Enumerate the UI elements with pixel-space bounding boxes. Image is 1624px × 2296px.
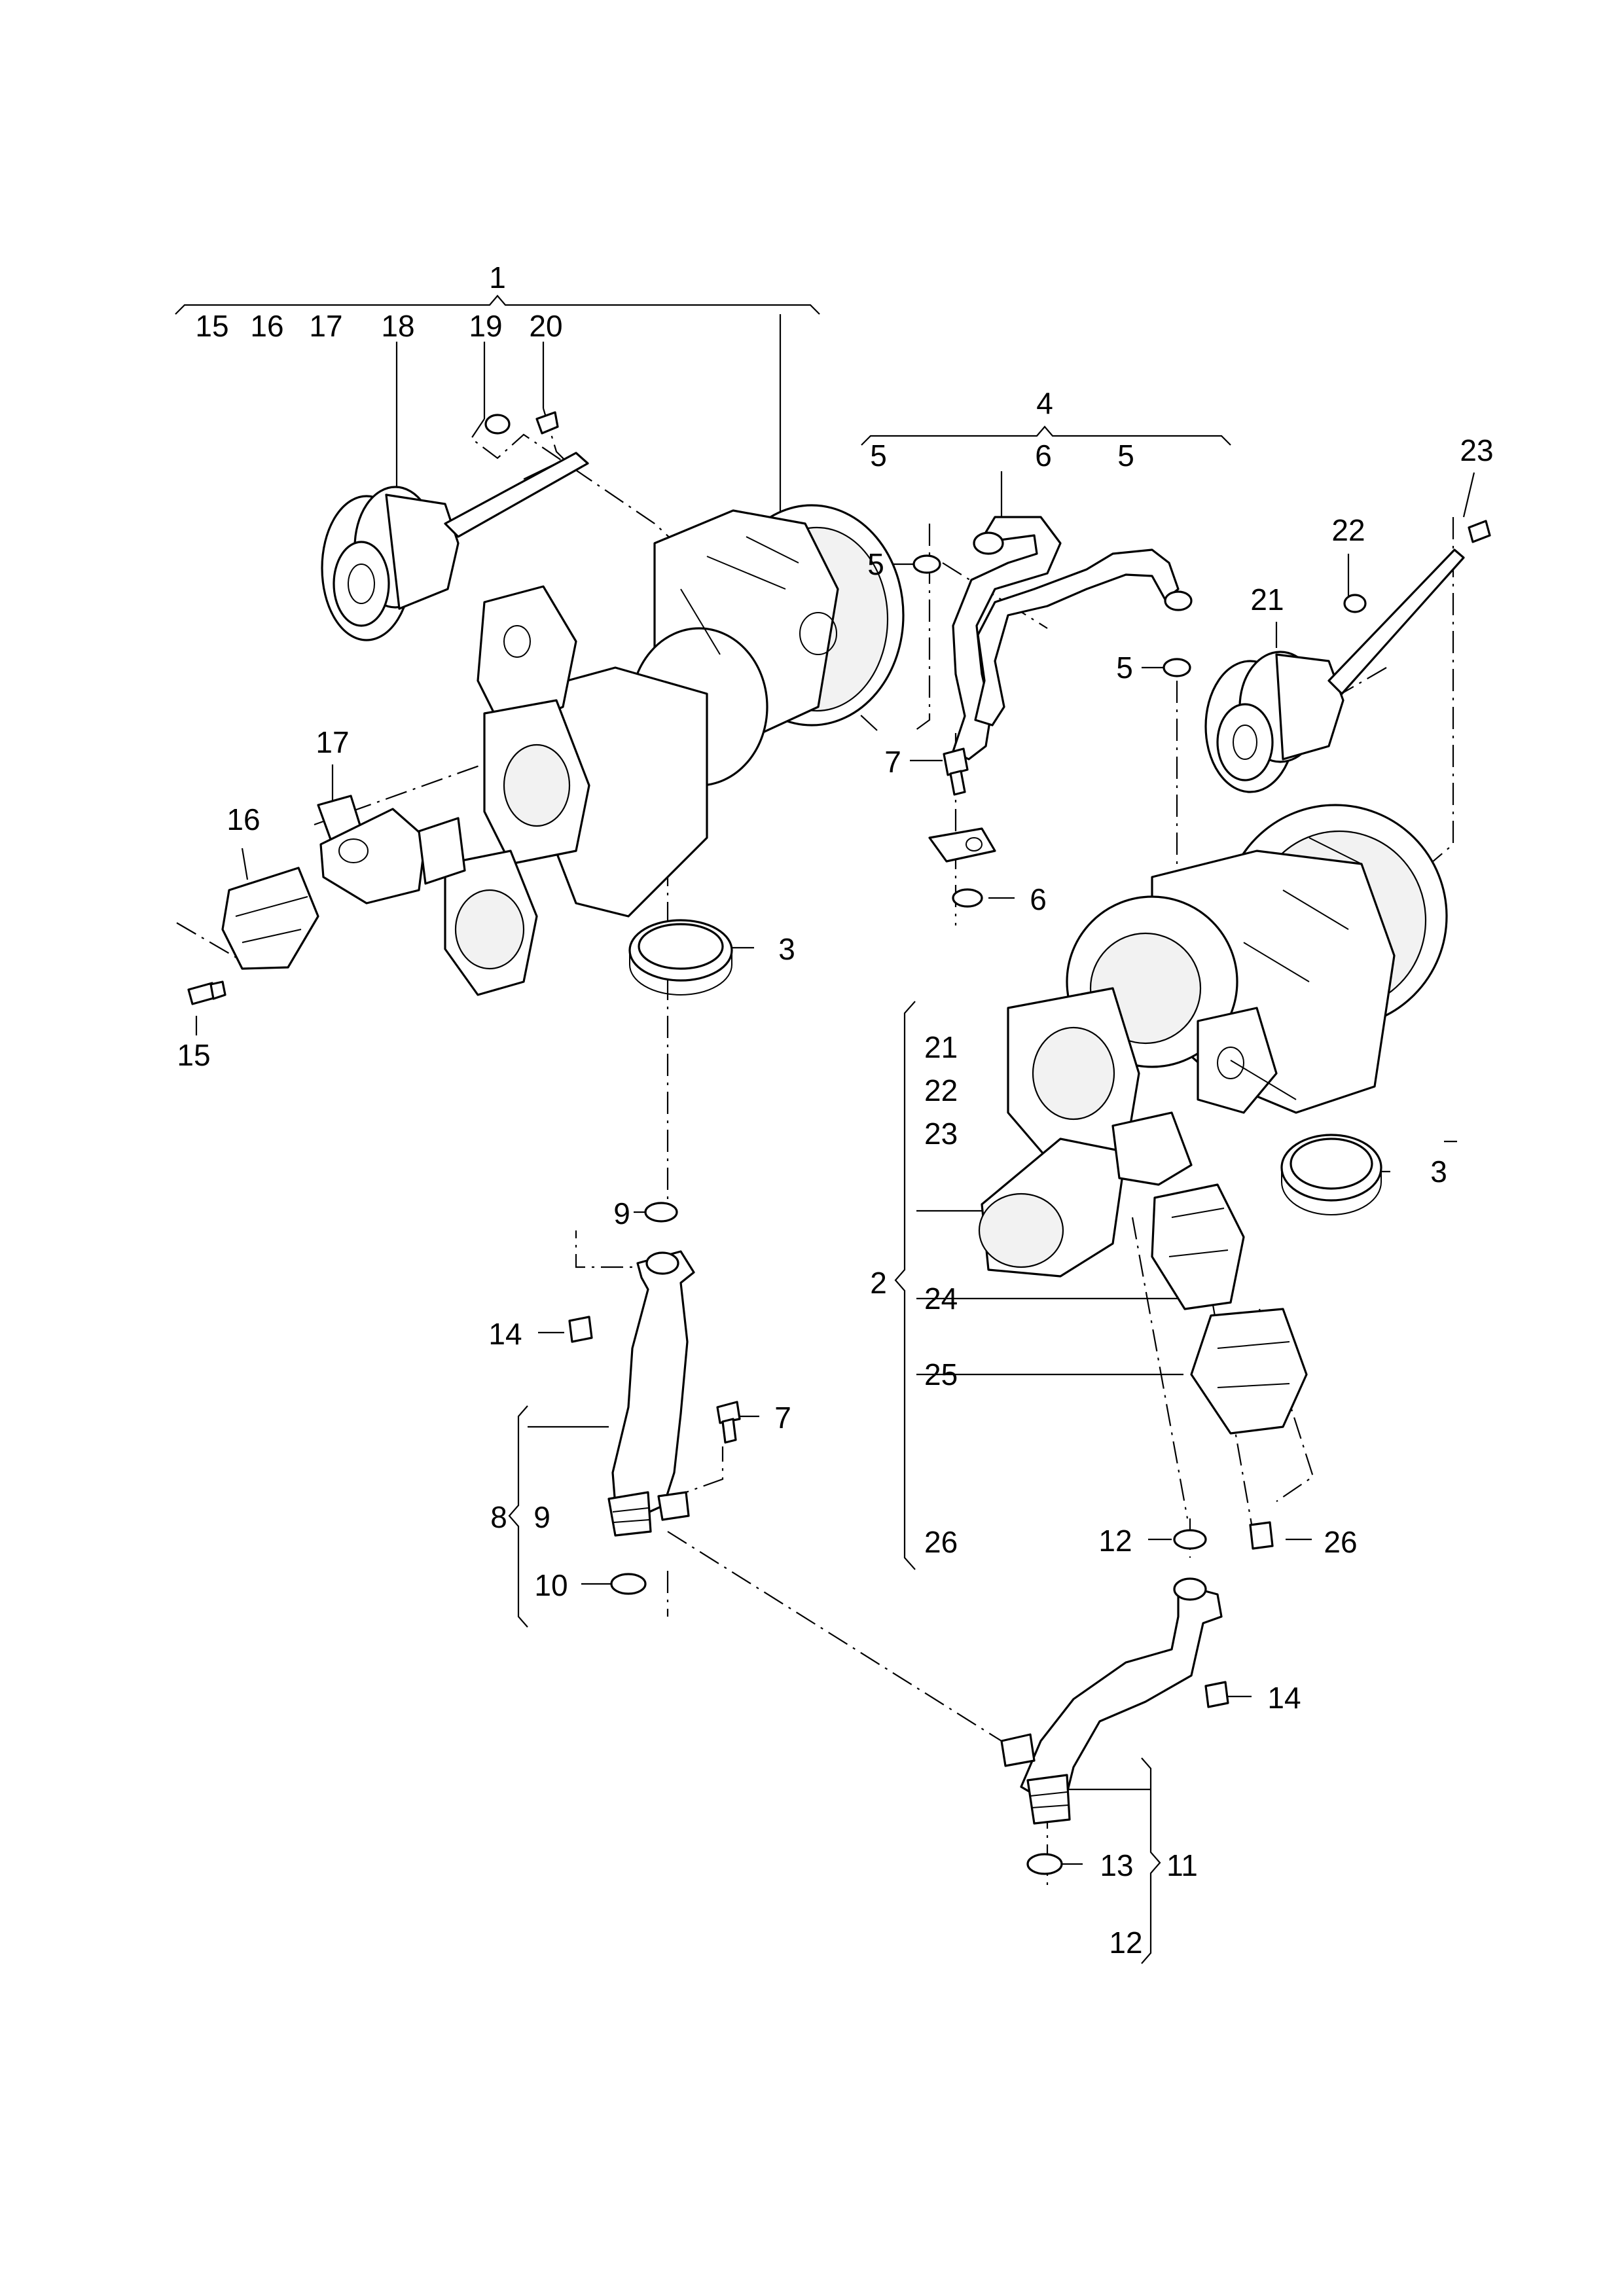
o-ring-5-b xyxy=(1163,658,1191,677)
oil-line-4 xyxy=(928,516,1193,863)
o-ring-5-a xyxy=(912,554,941,574)
o-ring-12 xyxy=(1173,1529,1207,1550)
label-group-2: 2 xyxy=(870,1266,887,1300)
label-5-top-a: 5 xyxy=(870,439,887,473)
label-6-b: 6 xyxy=(1030,882,1047,916)
label-5-a: 5 xyxy=(867,547,884,581)
label-17-side: 17 xyxy=(316,725,349,759)
bolt-14-right xyxy=(1204,1681,1229,1708)
washer-6 xyxy=(952,888,983,908)
label-19: 19 xyxy=(469,309,502,343)
label-group-1: 1 xyxy=(489,260,506,295)
group-brace-2 xyxy=(894,1001,916,1570)
label-group-4: 4 xyxy=(1036,386,1053,420)
leader-lines xyxy=(195,314,1475,1865)
label-26-list: 26 xyxy=(924,1525,958,1559)
nut-22 xyxy=(1343,594,1367,613)
turbocharger-1 xyxy=(444,504,905,996)
label-23-top: 23 xyxy=(1460,433,1493,467)
bolt-14-left xyxy=(568,1316,593,1343)
label-9-b: 9 xyxy=(533,1500,550,1534)
actuator-18 xyxy=(321,452,589,641)
label-15-top: 15 xyxy=(195,309,228,343)
label-group-8: 8 xyxy=(490,1500,507,1534)
group-brace-4 xyxy=(861,425,1231,446)
label-20: 20 xyxy=(529,309,562,343)
label-7-top: 7 xyxy=(884,745,901,779)
part-labels: 1 15 16 17 18 19 20 4 5 6 5 23 22 21 5 5… xyxy=(177,260,1493,1960)
label-17-top: 17 xyxy=(309,309,342,343)
turbocharger-2 xyxy=(978,804,1448,1278)
screw-7-bottom xyxy=(716,1401,741,1444)
o-ring-10 xyxy=(610,1573,647,1595)
label-21-list: 21 xyxy=(924,1030,958,1064)
oil-return-line-11 xyxy=(1000,1577,1223,1825)
screw-26 xyxy=(1249,1521,1274,1550)
label-5-b: 5 xyxy=(1116,651,1133,685)
label-10: 10 xyxy=(534,1568,568,1602)
label-16-top: 16 xyxy=(250,309,283,343)
group-brace-1 xyxy=(175,295,820,315)
label-6-top: 6 xyxy=(1035,439,1052,473)
screw-7-top xyxy=(943,747,969,796)
bracket-16 xyxy=(221,867,319,970)
label-14-left: 14 xyxy=(488,1317,522,1351)
oil-return-line-8 xyxy=(607,1250,695,1537)
bracket-25 xyxy=(1190,1308,1308,1435)
label-18: 18 xyxy=(381,309,414,343)
label-24: 24 xyxy=(924,1282,958,1316)
nut-19 xyxy=(484,414,511,435)
sensor-24 xyxy=(1151,1183,1245,1310)
o-ring-13 xyxy=(1026,1853,1063,1875)
label-3-right: 3 xyxy=(1430,1155,1447,1189)
actuator-21 xyxy=(1204,548,1465,793)
clip-20 xyxy=(535,411,559,435)
seal-ring-3-right xyxy=(1280,1134,1382,1215)
label-25: 25 xyxy=(924,1357,958,1391)
o-ring-9 xyxy=(644,1202,678,1223)
group-brace-11 xyxy=(1141,1757,1161,1964)
label-22-top: 22 xyxy=(1331,513,1365,547)
label-21-top: 21 xyxy=(1250,583,1284,617)
label-23-list: 23 xyxy=(924,1117,958,1151)
sensor-17 xyxy=(317,795,466,905)
label-12-a: 12 xyxy=(1098,1524,1132,1558)
label-9-a: 9 xyxy=(613,1196,630,1230)
group-brace-8 xyxy=(508,1405,528,1628)
label-7-bottom: 7 xyxy=(774,1401,791,1435)
label-3-left: 3 xyxy=(778,932,795,966)
seal-ring-3-left xyxy=(628,919,733,996)
label-22-list: 22 xyxy=(924,1073,958,1107)
label-5-top-b: 5 xyxy=(1117,439,1134,473)
label-14-right: 14 xyxy=(1267,1681,1301,1715)
label-12-b: 12 xyxy=(1109,1926,1142,1960)
label-15-side: 15 xyxy=(177,1038,210,1072)
label-16-side: 16 xyxy=(226,802,260,836)
screw-15 xyxy=(187,980,226,1005)
label-13: 13 xyxy=(1100,1848,1133,1882)
label-26: 26 xyxy=(1324,1525,1357,1559)
clip-23 xyxy=(1468,520,1491,543)
label-group-11: 11 xyxy=(1166,1848,1198,1882)
